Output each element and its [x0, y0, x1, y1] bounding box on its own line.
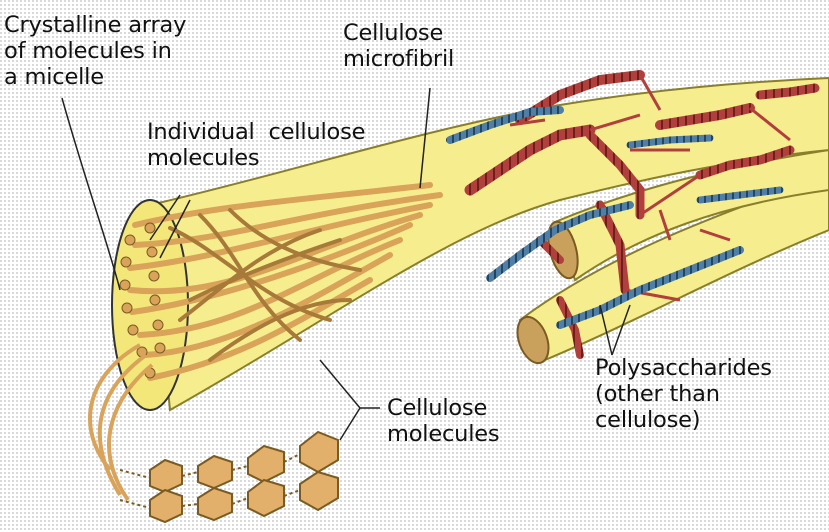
label-cellulose-molecules-line2: molecules [387, 421, 499, 447]
label-polysaccharides: Polysaccharides (other than cellulose) [595, 355, 772, 433]
label-polysaccharides-line2: (other than [595, 381, 772, 407]
label-crystalline-array-line1: Crystalline array [4, 12, 186, 38]
label-cellulose-microfibril: Cellulose microfibril [343, 20, 454, 72]
label-individual-molecules-line2: molecules [147, 145, 365, 171]
label-crystalline-array: Crystalline array of molecules in a mice… [4, 12, 186, 90]
label-individual-molecules: Individual cellulose molecules [147, 119, 365, 171]
label-polysaccharides-line3: cellulose) [595, 407, 772, 433]
label-cellulose-microfibril-line1: Cellulose [343, 20, 454, 46]
label-polysaccharides-line1: Polysaccharides [595, 355, 772, 381]
label-crystalline-array-line3: a micelle [4, 64, 186, 90]
label-cellulose-molecules: Cellulose molecules [387, 395, 499, 447]
label-cellulose-microfibril-line2: microfibril [343, 46, 454, 72]
label-individual-molecules-line1: Individual cellulose [147, 119, 365, 145]
label-cellulose-molecules-line1: Cellulose [387, 395, 499, 421]
label-crystalline-array-line2: of molecules in [4, 38, 186, 64]
